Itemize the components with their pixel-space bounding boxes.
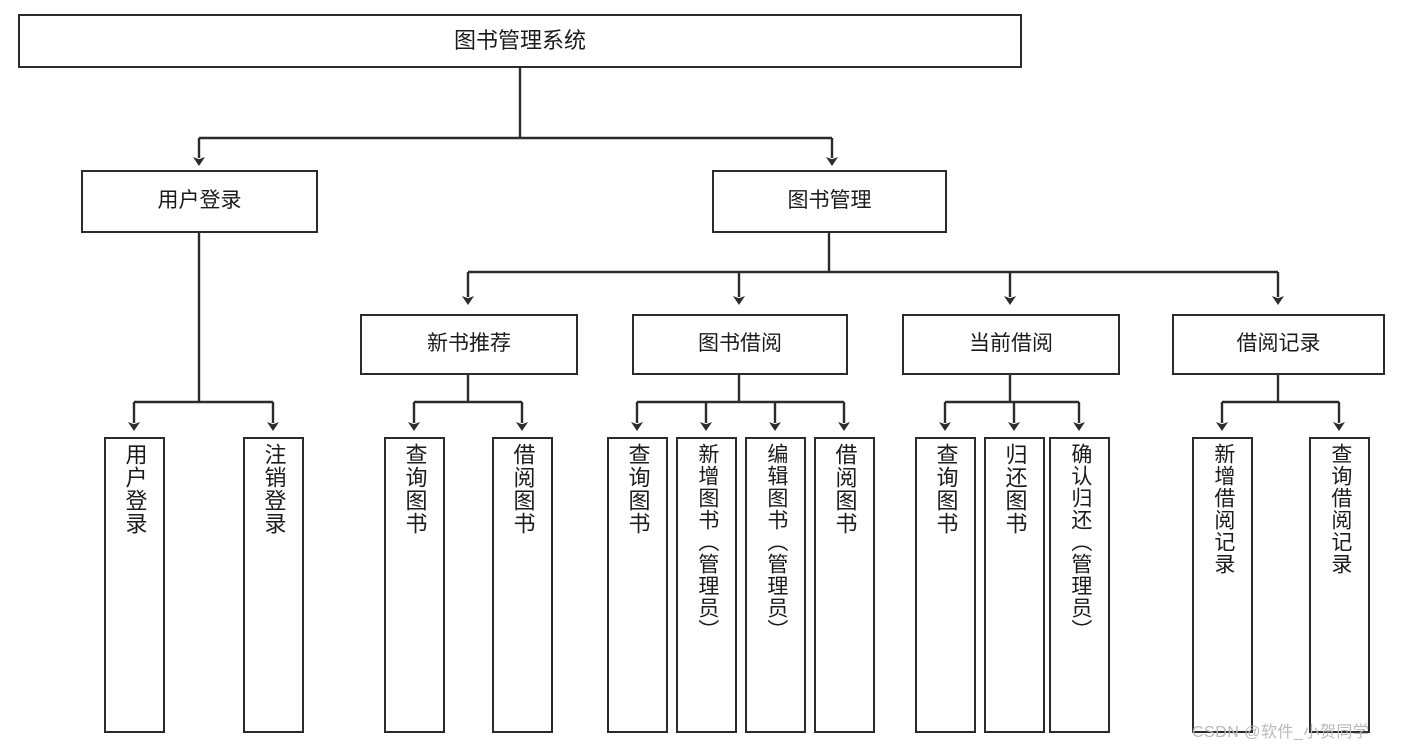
node-root-book-management-system[interactable]: 图书管理系统: [18, 14, 1022, 68]
leaf-query-book-recommend[interactable]: 查询图书: [384, 437, 445, 733]
node-user-login[interactable]: 用户登录: [81, 170, 318, 233]
node-label: 查询图书: [625, 443, 651, 535]
leaf-return-book[interactable]: 归还图书: [984, 437, 1045, 733]
leaf-borrow-book[interactable]: 借阅图书: [814, 437, 875, 733]
node-label: 用户登录: [122, 443, 148, 535]
node-label: 图书管理: [787, 189, 872, 213]
node-label: 编辑图书（管理员）: [764, 443, 788, 641]
node-label: 确认归还（管理员）: [1068, 443, 1092, 641]
leaf-borrow-book-recommend[interactable]: 借阅图书: [492, 437, 553, 733]
node-label: 查询图书: [402, 443, 428, 535]
leaf-query-book-borrow[interactable]: 查询图书: [607, 437, 668, 733]
node-book-borrow[interactable]: 图书借阅: [632, 314, 848, 375]
node-label: 查询图书: [933, 443, 959, 535]
node-new-book-recommend[interactable]: 新书推荐: [360, 314, 578, 375]
node-label: 当前借阅: [969, 332, 1053, 356]
node-label: 借阅图书: [510, 443, 536, 535]
node-label: 新书推荐: [427, 332, 511, 356]
leaf-add-book-admin[interactable]: 新增图书（管理员）: [676, 437, 737, 733]
leaf-add-borrow-record[interactable]: 新增借阅记录: [1192, 437, 1253, 733]
leaf-edit-book-admin[interactable]: 编辑图书（管理员）: [745, 437, 806, 733]
node-current-borrow[interactable]: 当前借阅: [902, 314, 1120, 375]
node-label: 图书管理系统: [453, 28, 586, 54]
node-book-management[interactable]: 图书管理: [712, 170, 947, 233]
node-label: 新增借阅记录: [1211, 443, 1235, 575]
node-label: 用户登录: [157, 189, 242, 213]
node-borrow-record[interactable]: 借阅记录: [1172, 314, 1385, 375]
leaf-user-login[interactable]: 用户登录: [104, 437, 165, 733]
node-label: 借阅图书: [832, 443, 858, 535]
leaf-confirm-return-admin[interactable]: 确认归还（管理员）: [1049, 437, 1110, 733]
leaf-query-borrow-record[interactable]: 查询借阅记录: [1309, 437, 1370, 733]
node-label: 查询借阅记录: [1328, 443, 1352, 575]
node-label: 新增图书（管理员）: [695, 443, 719, 641]
node-label: 图书借阅: [698, 332, 782, 356]
node-label: 借阅记录: [1236, 332, 1321, 356]
leaf-query-book-current[interactable]: 查询图书: [915, 437, 976, 733]
leaf-logout[interactable]: 注销登录: [243, 437, 304, 733]
node-label: 注销登录: [261, 443, 287, 535]
node-label: 归还图书: [1002, 443, 1028, 535]
csdn-watermark: CSDN @软件_小贺同学: [1192, 724, 1370, 741]
